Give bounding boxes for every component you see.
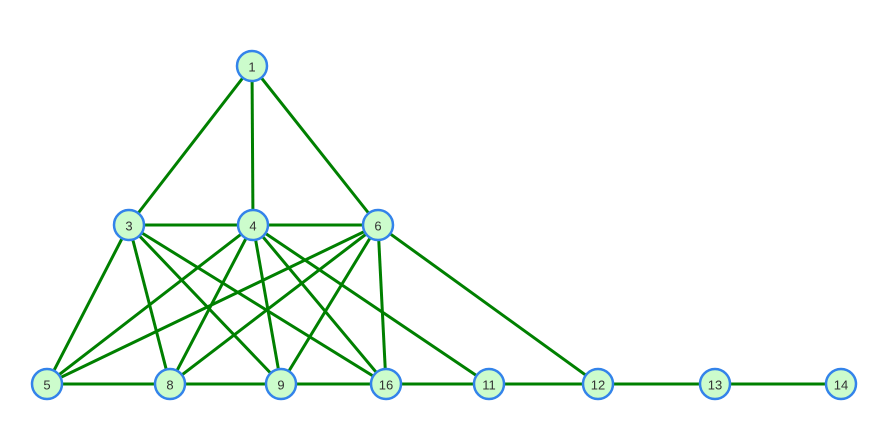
edge-3-9 bbox=[127, 223, 283, 386]
node-circle[interactable] bbox=[30, 367, 64, 401]
edges-layer bbox=[45, 65, 841, 386]
node-11[interactable]: 11 bbox=[472, 367, 506, 401]
node-3[interactable]: 3 bbox=[112, 208, 146, 242]
edge-6-5 bbox=[46, 223, 379, 386]
edge-4-16 bbox=[251, 224, 388, 385]
node-circle[interactable] bbox=[472, 367, 506, 401]
node-label: 9 bbox=[277, 378, 284, 393]
node-8[interactable]: 8 bbox=[153, 367, 187, 401]
node-circle[interactable] bbox=[264, 367, 298, 401]
node-1[interactable]: 1 bbox=[235, 49, 269, 83]
node-6[interactable]: 6 bbox=[361, 208, 395, 242]
edge-1-4 bbox=[250, 65, 255, 226]
node-label: 13 bbox=[708, 378, 722, 393]
edge-6-8 bbox=[169, 223, 379, 386]
node-5[interactable]: 5 bbox=[30, 367, 64, 401]
edge-3-5 bbox=[45, 224, 131, 385]
edge-6-16 bbox=[376, 224, 388, 385]
node-label: 4 bbox=[249, 219, 256, 234]
edge-4-5 bbox=[46, 223, 254, 386]
node-label: 16 bbox=[379, 378, 393, 393]
edge-6-12 bbox=[377, 223, 599, 386]
edge-1-6 bbox=[250, 65, 380, 226]
node-circle[interactable] bbox=[824, 367, 858, 401]
edge-4-9 bbox=[251, 224, 283, 385]
node-label: 5 bbox=[43, 378, 50, 393]
node-circle[interactable] bbox=[698, 367, 732, 401]
node-label: 1 bbox=[248, 60, 255, 75]
edge-4-11 bbox=[252, 223, 490, 386]
node-circle[interactable] bbox=[112, 208, 146, 242]
node-label: 8 bbox=[166, 378, 173, 393]
node-16[interactable]: 16 bbox=[369, 367, 403, 401]
node-13[interactable]: 13 bbox=[698, 367, 732, 401]
node-circle[interactable] bbox=[235, 49, 269, 83]
node-circle[interactable] bbox=[361, 208, 395, 242]
node-circle[interactable] bbox=[153, 367, 187, 401]
node-label: 3 bbox=[125, 219, 132, 234]
edge-6-9 bbox=[279, 224, 380, 385]
node-label: 12 bbox=[591, 378, 605, 393]
edge-1-3 bbox=[127, 65, 254, 226]
node-label: 6 bbox=[374, 219, 381, 234]
node-4[interactable]: 4 bbox=[236, 208, 270, 242]
node-9[interactable]: 9 bbox=[264, 367, 298, 401]
node-label: 11 bbox=[482, 378, 496, 393]
node-12[interactable]: 12 bbox=[581, 367, 615, 401]
node-label: 14 bbox=[834, 378, 848, 393]
node-circle[interactable] bbox=[236, 208, 270, 242]
node-14[interactable]: 14 bbox=[824, 367, 858, 401]
node-circle[interactable] bbox=[369, 367, 403, 401]
node-circle[interactable] bbox=[581, 367, 615, 401]
edge-3-16 bbox=[128, 223, 387, 386]
